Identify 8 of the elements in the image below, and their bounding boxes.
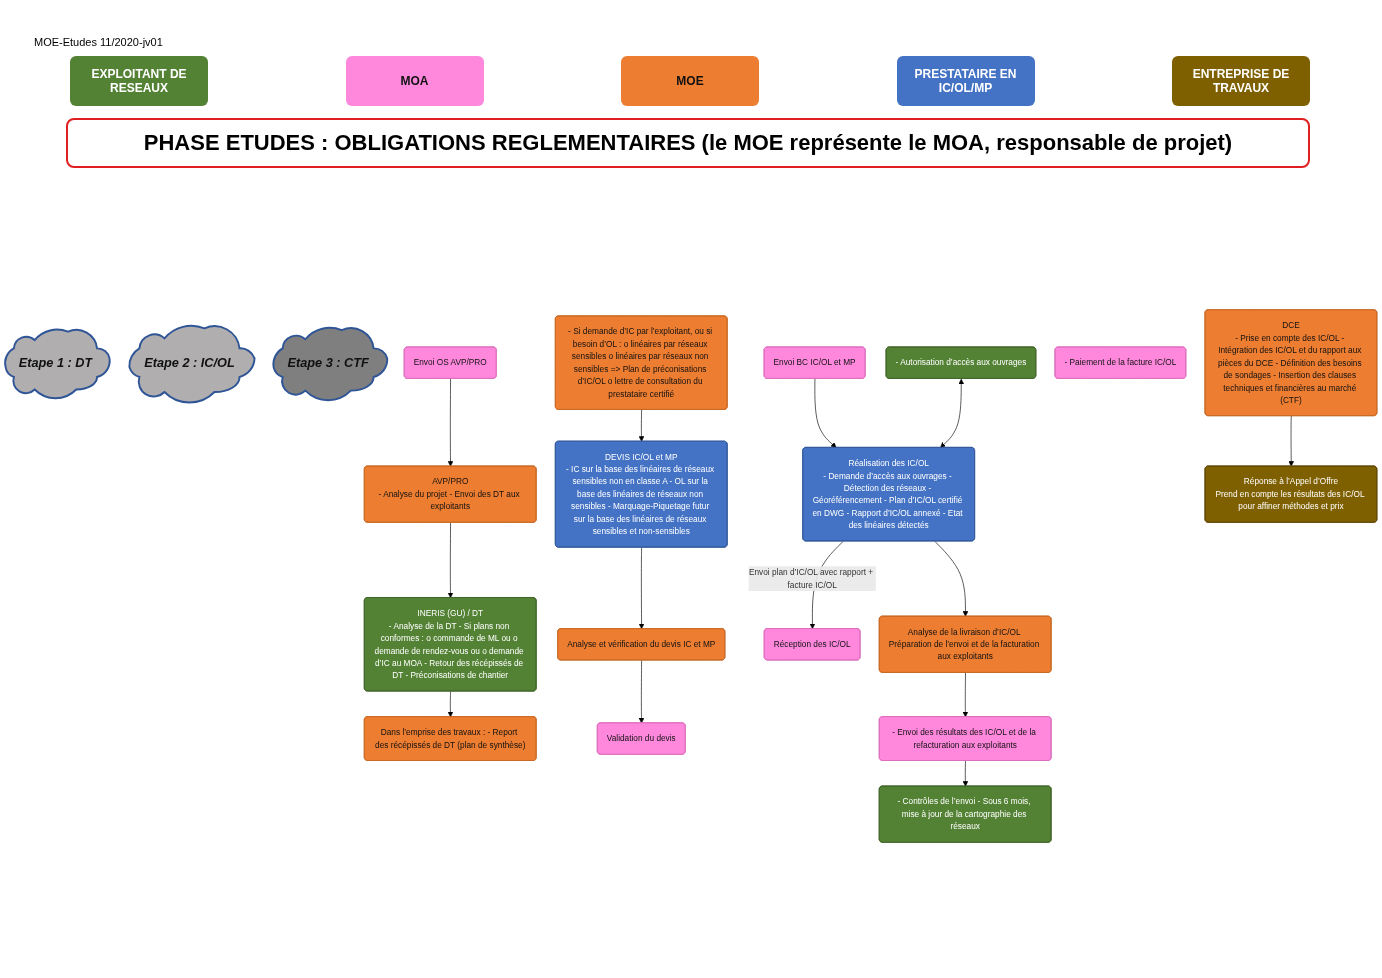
legend-swatch: MOE	[621, 56, 759, 106]
edge-label: Envoi plan d’IC/OL avec rapport + facture IC/OL	[748, 567, 874, 590]
legend-swatch: EXPLOITANT DE RESEAUX	[70, 56, 208, 106]
legend-swatch: MOA	[345, 56, 484, 106]
version-note: MOE-Etudes 11/2020-jv01	[34, 36, 163, 48]
legend-swatch: PRESTATAIRE EN IC/OL/MP	[896, 56, 1035, 106]
legend-swatch: ENTREPRISE DE TRAVAUX	[1172, 56, 1310, 106]
title: PHASE ETUDES : OBLIGATIONS REGLEMENTAIRES (le MOE représente le MOA, responsable de projet)	[66, 118, 1310, 168]
